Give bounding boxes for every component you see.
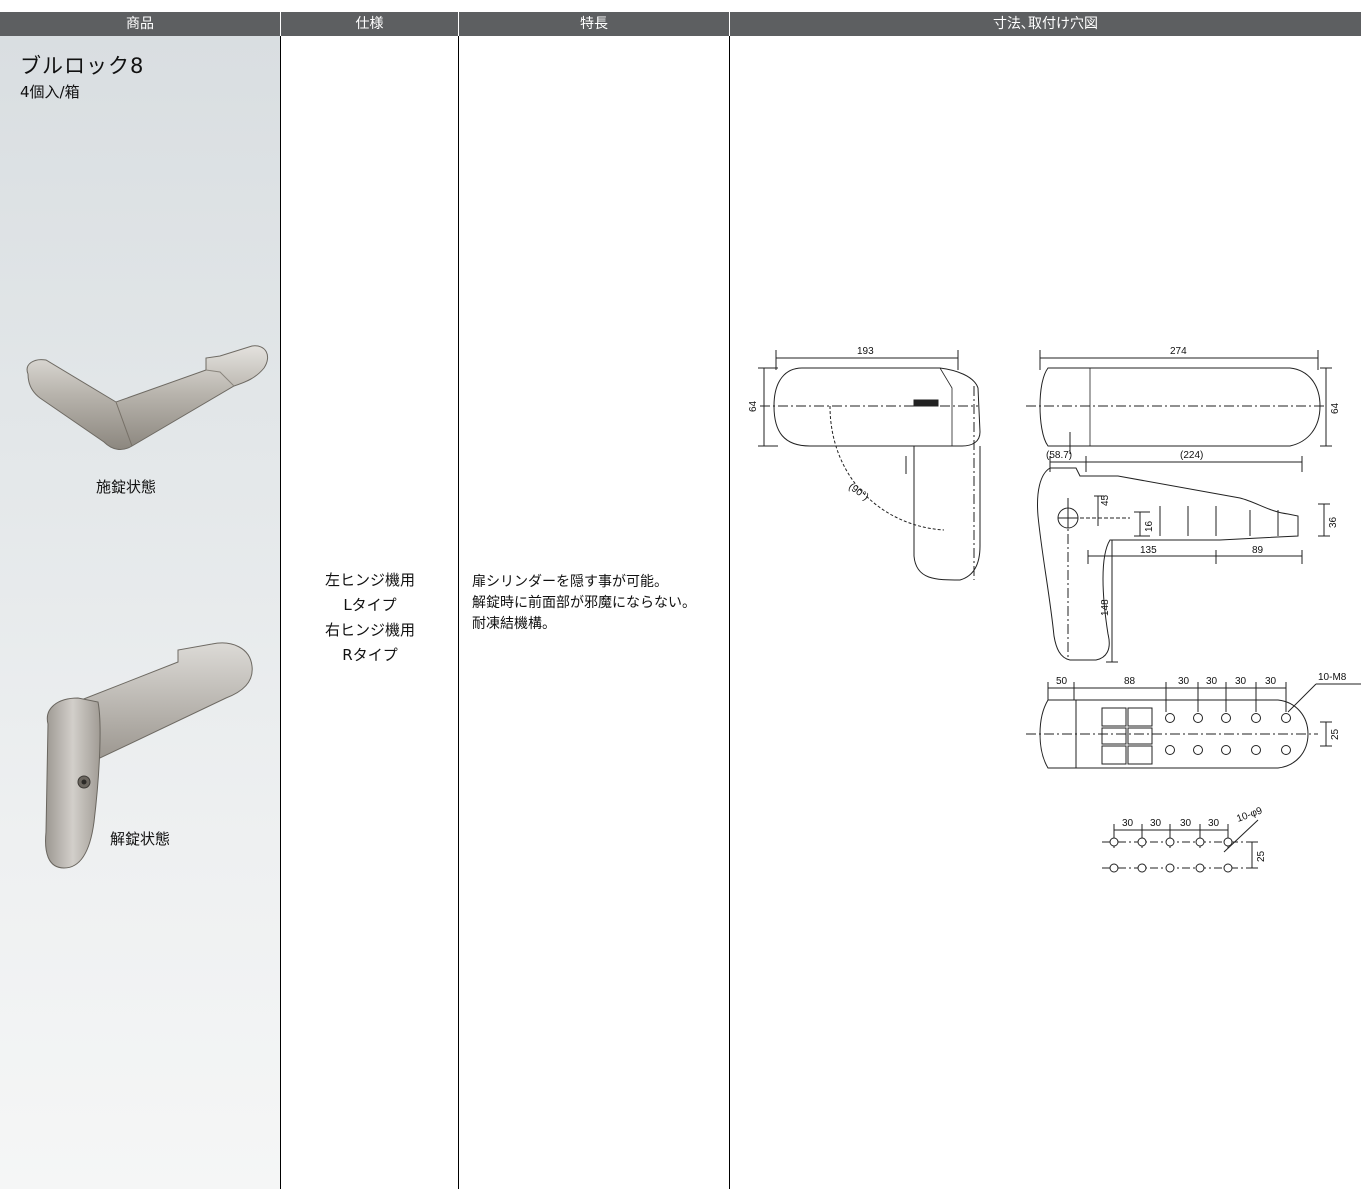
dim-hole-30-b: 30: [1150, 818, 1162, 829]
dim-36: 36: [1328, 516, 1339, 528]
features-text: 扉シリンダーを隠す事が可能。 解錠時に前面部が邪魔にならない。 耐凍結機構。: [472, 572, 696, 635]
dim-side-width: 193: [857, 346, 874, 357]
spec-line: 右ヒンジ機用: [324, 621, 415, 639]
dim-148: 148: [1100, 599, 1111, 616]
table-header: 商品 仕様 特長 寸法､取付け穴図: [0, 12, 1361, 36]
product-name: ブルロック8: [20, 54, 145, 78]
feature-line: 扉シリンダーを隠す事が可能。: [472, 574, 668, 590]
side-view-outline: [773, 367, 981, 447]
dim-screw: 10-M8: [1318, 672, 1347, 683]
product-table: 商品 仕様 特長 寸法､取付け穴図 ブルロック8 4個入/箱 施錠状態: [0, 12, 1361, 1189]
spec-line: Rタイプ: [342, 646, 398, 664]
features-cell: 扉シリンダーを隠す事が可能。 解錠時に前面部が邪魔にならない。 耐凍結機構。: [459, 36, 730, 1189]
unlocked-handle-image: [45, 642, 253, 869]
dim-30-a: 30: [1178, 676, 1190, 687]
bottom-view-outline: [1039, 699, 1309, 769]
dimensions-cell: 193 64 (90°) 274 64 (58.7) (224) 45 16 3…: [730, 36, 1361, 1189]
dimension-labels: 193 64 (90°) 274 64 (58.7) (224) 45 16 3…: [748, 346, 1347, 862]
dimension-drawing: 193 64 (90°) 274 64 (58.7) (224) 45 16 3…: [748, 346, 1361, 873]
feature-line: 耐凍結機構。: [472, 616, 556, 632]
dim-top-height: 64: [1330, 402, 1341, 414]
spec-cell: 左ヒンジ機用 Lタイプ 右ヒンジ機用 Rタイプ: [281, 36, 459, 1189]
spec-line: 左ヒンジ機用: [324, 571, 415, 589]
header-spec: 仕様: [281, 12, 459, 36]
dim-side-height: 64: [748, 400, 759, 412]
side-view-body: [913, 446, 981, 581]
dim-30-c: 30: [1235, 676, 1247, 687]
dim-hole-25: 25: [1256, 850, 1267, 862]
header-features: 特長: [459, 12, 730, 36]
top-view-outline: [1039, 367, 1321, 447]
mounting-holes: [1109, 713, 1291, 873]
spec-line: Lタイプ: [343, 596, 397, 614]
locked-handle-image: [26, 345, 268, 450]
dim-offset: (58.7): [1046, 450, 1072, 461]
dim-50: 50: [1056, 676, 1068, 687]
header-product: 商品: [0, 12, 281, 36]
dim-30-d: 30: [1265, 676, 1277, 687]
dim-hole-30-c: 30: [1180, 818, 1192, 829]
dim-hole-30-d: 30: [1208, 818, 1220, 829]
dim-angle: (90°): [846, 481, 870, 503]
dim-30-b: 30: [1206, 676, 1218, 687]
dim-45: 45: [1100, 494, 1111, 506]
dim-16: 16: [1144, 520, 1155, 532]
dim-length: (224): [1180, 450, 1203, 461]
dim-hole-diameter: 10-φ9: [1235, 805, 1264, 825]
locked-caption: 施錠状態: [96, 478, 157, 496]
unlocked-caption: 解錠状態: [110, 830, 171, 848]
spec-text: 左ヒンジ機用 Lタイプ 右ヒンジ機用 Rタイプ: [281, 568, 459, 668]
dim-135: 135: [1140, 545, 1157, 556]
top-margin: [0, 0, 1361, 12]
product-quantity: 4個入/箱: [20, 83, 80, 101]
header-dimensions: 寸法､取付け穴図: [993, 16, 1098, 32]
feature-line: 解錠時に前面部が邪魔にならない。: [472, 595, 696, 611]
dim-hole-30-a: 30: [1122, 818, 1134, 829]
product-cell: ブルロック8 4個入/箱 施錠状態: [0, 36, 281, 1189]
dim-25: 25: [1330, 728, 1341, 740]
dim-88: 88: [1124, 676, 1136, 687]
dim-top-width: 274: [1170, 346, 1187, 357]
dim-89: 89: [1252, 545, 1264, 556]
front-view-outline: [1037, 467, 1299, 661]
